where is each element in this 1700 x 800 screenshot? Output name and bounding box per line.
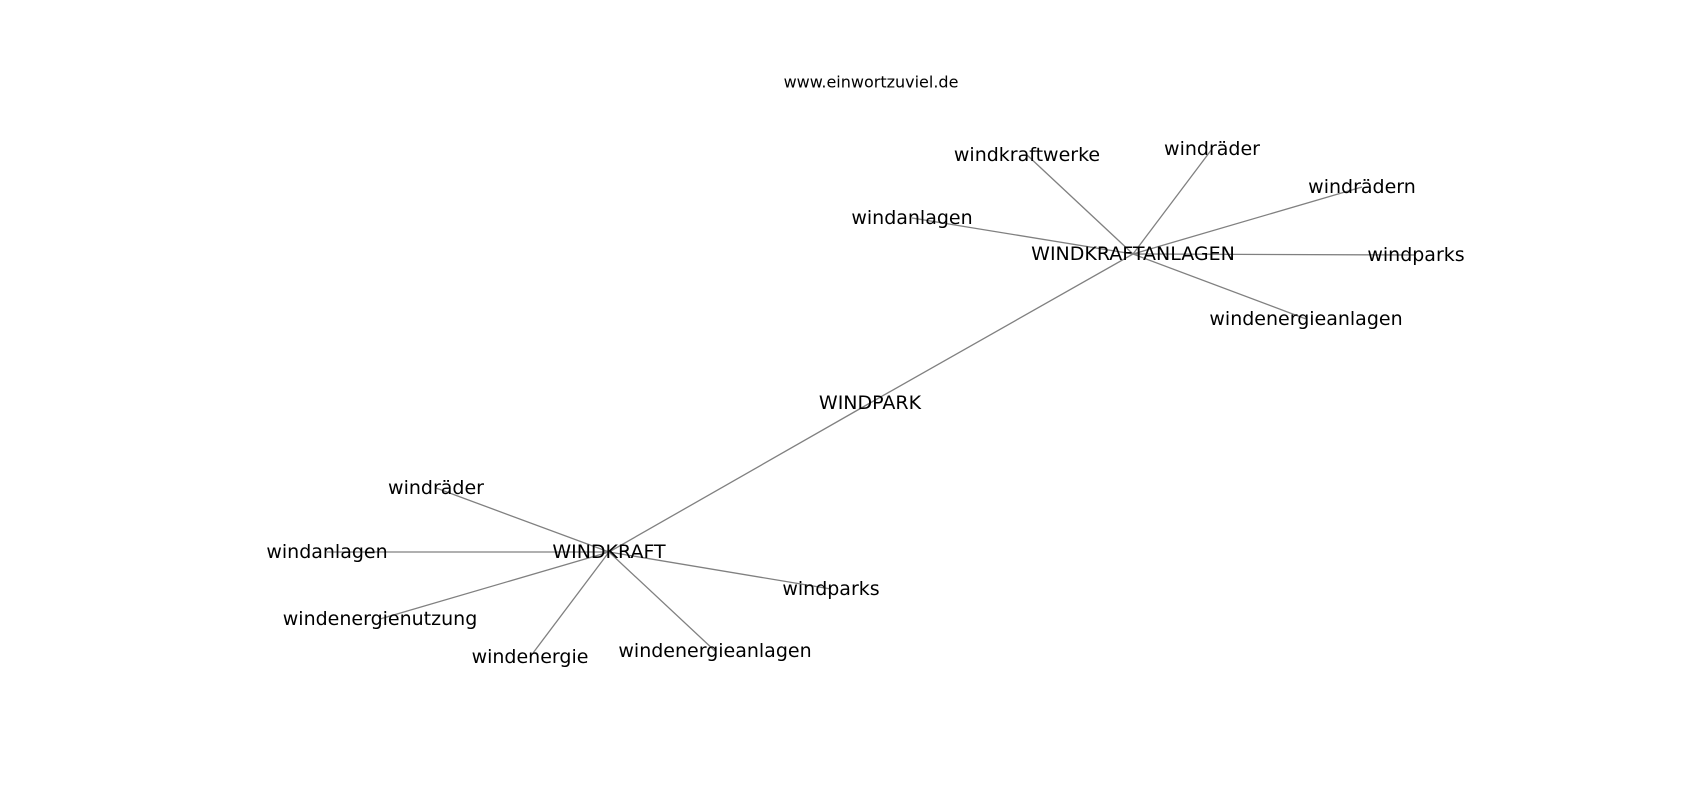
edge-windkraftanlagen-wka_windparks [1132, 253, 1417, 256]
node-wk-windparks: windparks [782, 578, 879, 600]
edge-windkraft-wk_windenergieanlagen [608, 551, 716, 652]
edge-windkraft-wk_windparks [608, 551, 832, 590]
node-wk-windenergie: windenergie [472, 646, 589, 668]
edges-layer [327, 148, 1417, 658]
edge-windpark-windkraft [608, 402, 871, 553]
site-url-label: www.einwortzuviel.de [784, 73, 959, 92]
node-wka-windkraftwerke: windkraftwerke [954, 144, 1100, 166]
edge-windkraftanlagen-wka_windraeder [1132, 148, 1213, 255]
edge-windkraftanlagen-wka_windkraftwerke [1026, 154, 1134, 255]
edge-windkraft-wk_windenergie [529, 551, 610, 658]
node-wk-windenergieanlagen: windenergieanlagen [618, 640, 811, 662]
node-wka-windenergieanlagen: windenergieanlagen [1209, 308, 1402, 330]
node-wk-windraeder: windräder [388, 477, 484, 499]
edge-windkraftanlagen-wka_windraedern [1132, 186, 1363, 255]
edge-windkraft-wk_windenergienutzung [379, 551, 610, 620]
node-wka-windraedern: windrädern [1308, 176, 1416, 198]
node-wka-windraeder: windräder [1164, 138, 1260, 160]
node-wk-windenergienutzung: windenergienutzung [283, 608, 478, 630]
node-windkraftanlagen: WINDKRAFTANLAGEN [1031, 243, 1235, 265]
edge-windpark-windkraftanlagen [869, 253, 1134, 404]
edge-windkraftanlagen-wka_windanlagen [911, 217, 1134, 255]
node-wka-windanlagen: windanlagen [851, 207, 972, 229]
edge-windkraft-wk_windraeder [435, 487, 610, 553]
node-windkraft: WINDKRAFT [552, 541, 666, 563]
node-wk-windanlagen: windanlagen [266, 541, 387, 563]
node-wka-windparks: windparks [1367, 244, 1464, 266]
node-windpark: WINDPARK [819, 392, 922, 414]
labels-layer: WINDPARK WINDKRAFTANLAGEN WINDKRAFT windkra… [266, 138, 1464, 668]
edge-windkraftanlagen-wka_windenergieanlagen [1132, 253, 1307, 320]
